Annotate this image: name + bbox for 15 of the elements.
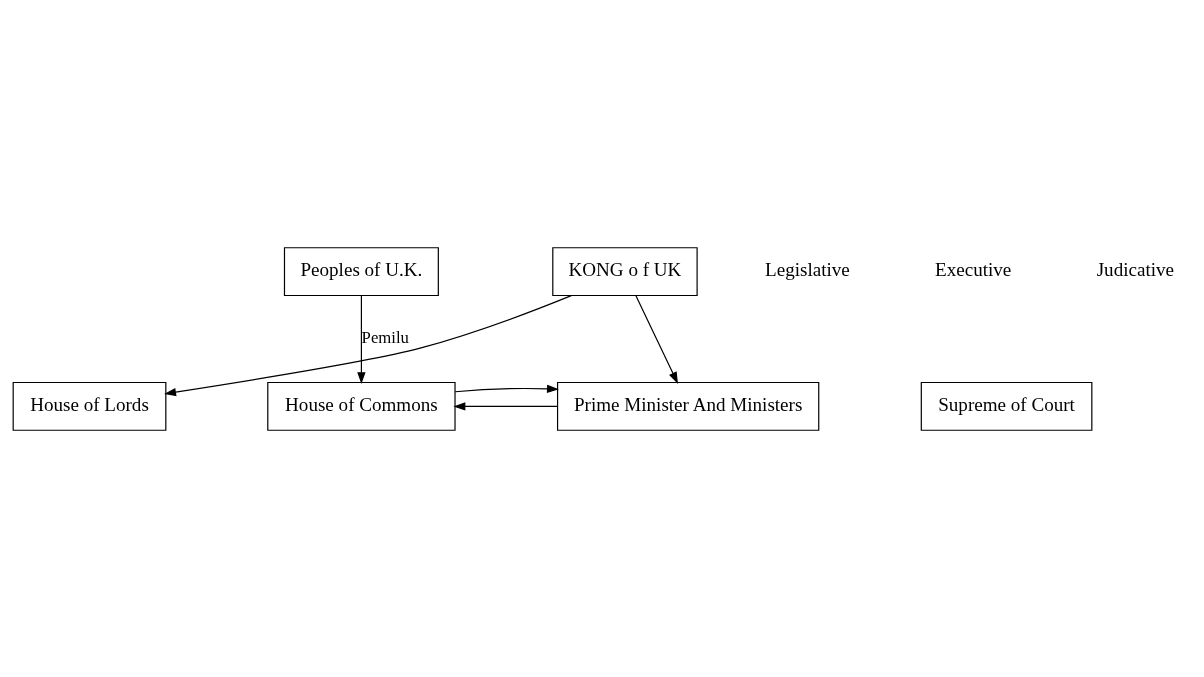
arrow	[357, 294, 366, 384]
arrow	[453, 401, 558, 411]
arrow	[635, 294, 678, 384]
label: Judicative	[1096, 258, 1175, 280]
node-box: House of Commons	[267, 381, 456, 431]
label: Legislative	[765, 258, 850, 280]
node-box: KONG o f UK	[552, 246, 698, 296]
node-box: House of Lords	[12, 381, 167, 431]
node-box: Peoples of U.K.	[283, 246, 439, 296]
label: Executive	[935, 258, 1012, 280]
arrow	[454, 384, 559, 393]
arrow	[164, 294, 572, 396]
node-box: Prime Minister And Ministers	[557, 381, 820, 431]
edge-label: Pemilu	[361, 327, 409, 347]
node-box: Supreme of Court	[920, 381, 1093, 431]
